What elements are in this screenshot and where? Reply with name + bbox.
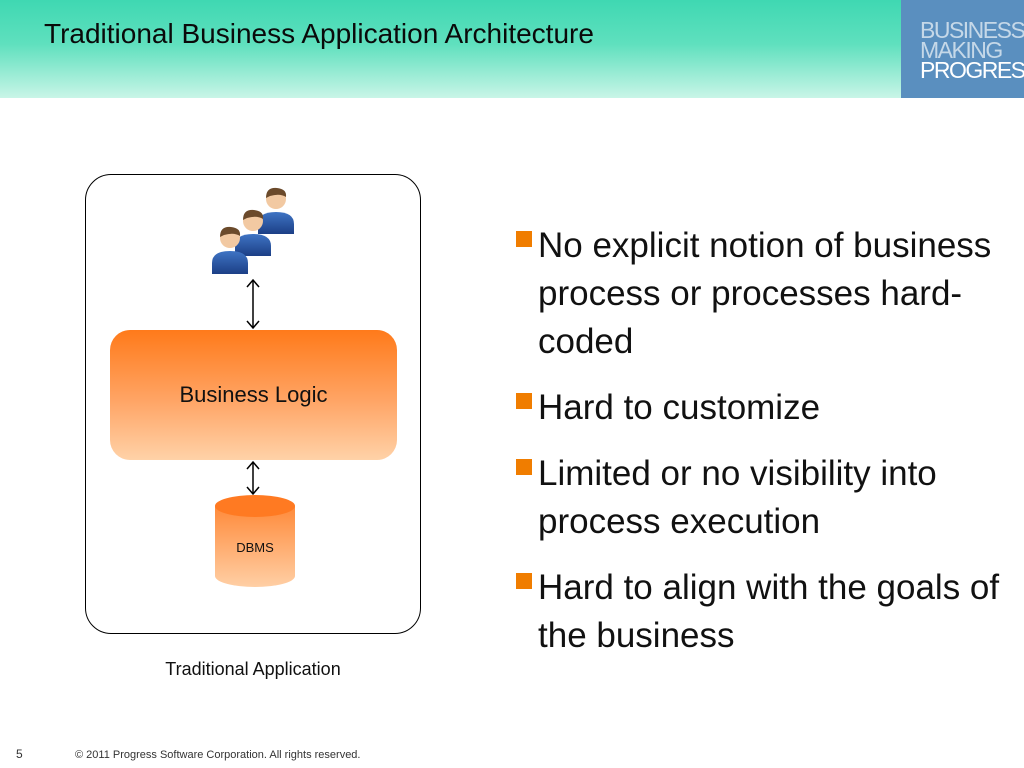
user-figure	[258, 187, 294, 234]
orange-square-bullet-icon	[516, 573, 532, 589]
user-figure	[212, 226, 248, 274]
page-number: 5	[16, 747, 23, 761]
brand-logo: BUSINESS MAKING PROGRESS.	[901, 0, 1024, 98]
brand-line-3: PROGRESS.	[920, 57, 1024, 83]
brand-line-1: BUSINESS	[920, 17, 1024, 43]
double-arrow-icon	[246, 278, 260, 330]
bullet-item: Limited or no visibility into process ex…	[514, 450, 1004, 546]
header-banner: Traditional Business Application Archite…	[0, 0, 1024, 98]
traditional-application-frame	[85, 174, 421, 634]
brand-line-2: MAKING	[920, 37, 1003, 63]
database-cylinder-icon	[215, 495, 295, 587]
bullet-text: Hard to align with the goals of the busi…	[538, 568, 1000, 655]
diagram-caption: Traditional Application	[165, 659, 341, 679]
bullet-item: No explicit notion of business process o…	[514, 222, 1004, 366]
bullet-text: No explicit notion of business process o…	[538, 226, 992, 361]
bullet-text: Hard to customize	[538, 388, 821, 427]
copyright-notice: © 2011 Progress Software Corporation. Al…	[75, 749, 361, 761]
double-arrow-icon	[246, 460, 260, 496]
dbms-label: DBMS	[236, 540, 274, 555]
slide-title: Traditional Business Application Archite…	[44, 18, 594, 49]
orange-square-bullet-icon	[516, 231, 532, 247]
bullet-list: No explicit notion of business process o…	[514, 222, 1004, 678]
orange-square-bullet-icon	[516, 459, 532, 475]
bullet-text: Limited or no visibility into process ex…	[538, 454, 937, 541]
users-group-icon	[212, 187, 294, 274]
business-logic-box: Business Logic	[110, 330, 397, 460]
bullet-item: Hard to align with the goals of the busi…	[514, 564, 1004, 660]
orange-square-bullet-icon	[516, 393, 532, 409]
bullet-item: Hard to customize	[514, 384, 1004, 432]
user-figure	[235, 209, 271, 256]
